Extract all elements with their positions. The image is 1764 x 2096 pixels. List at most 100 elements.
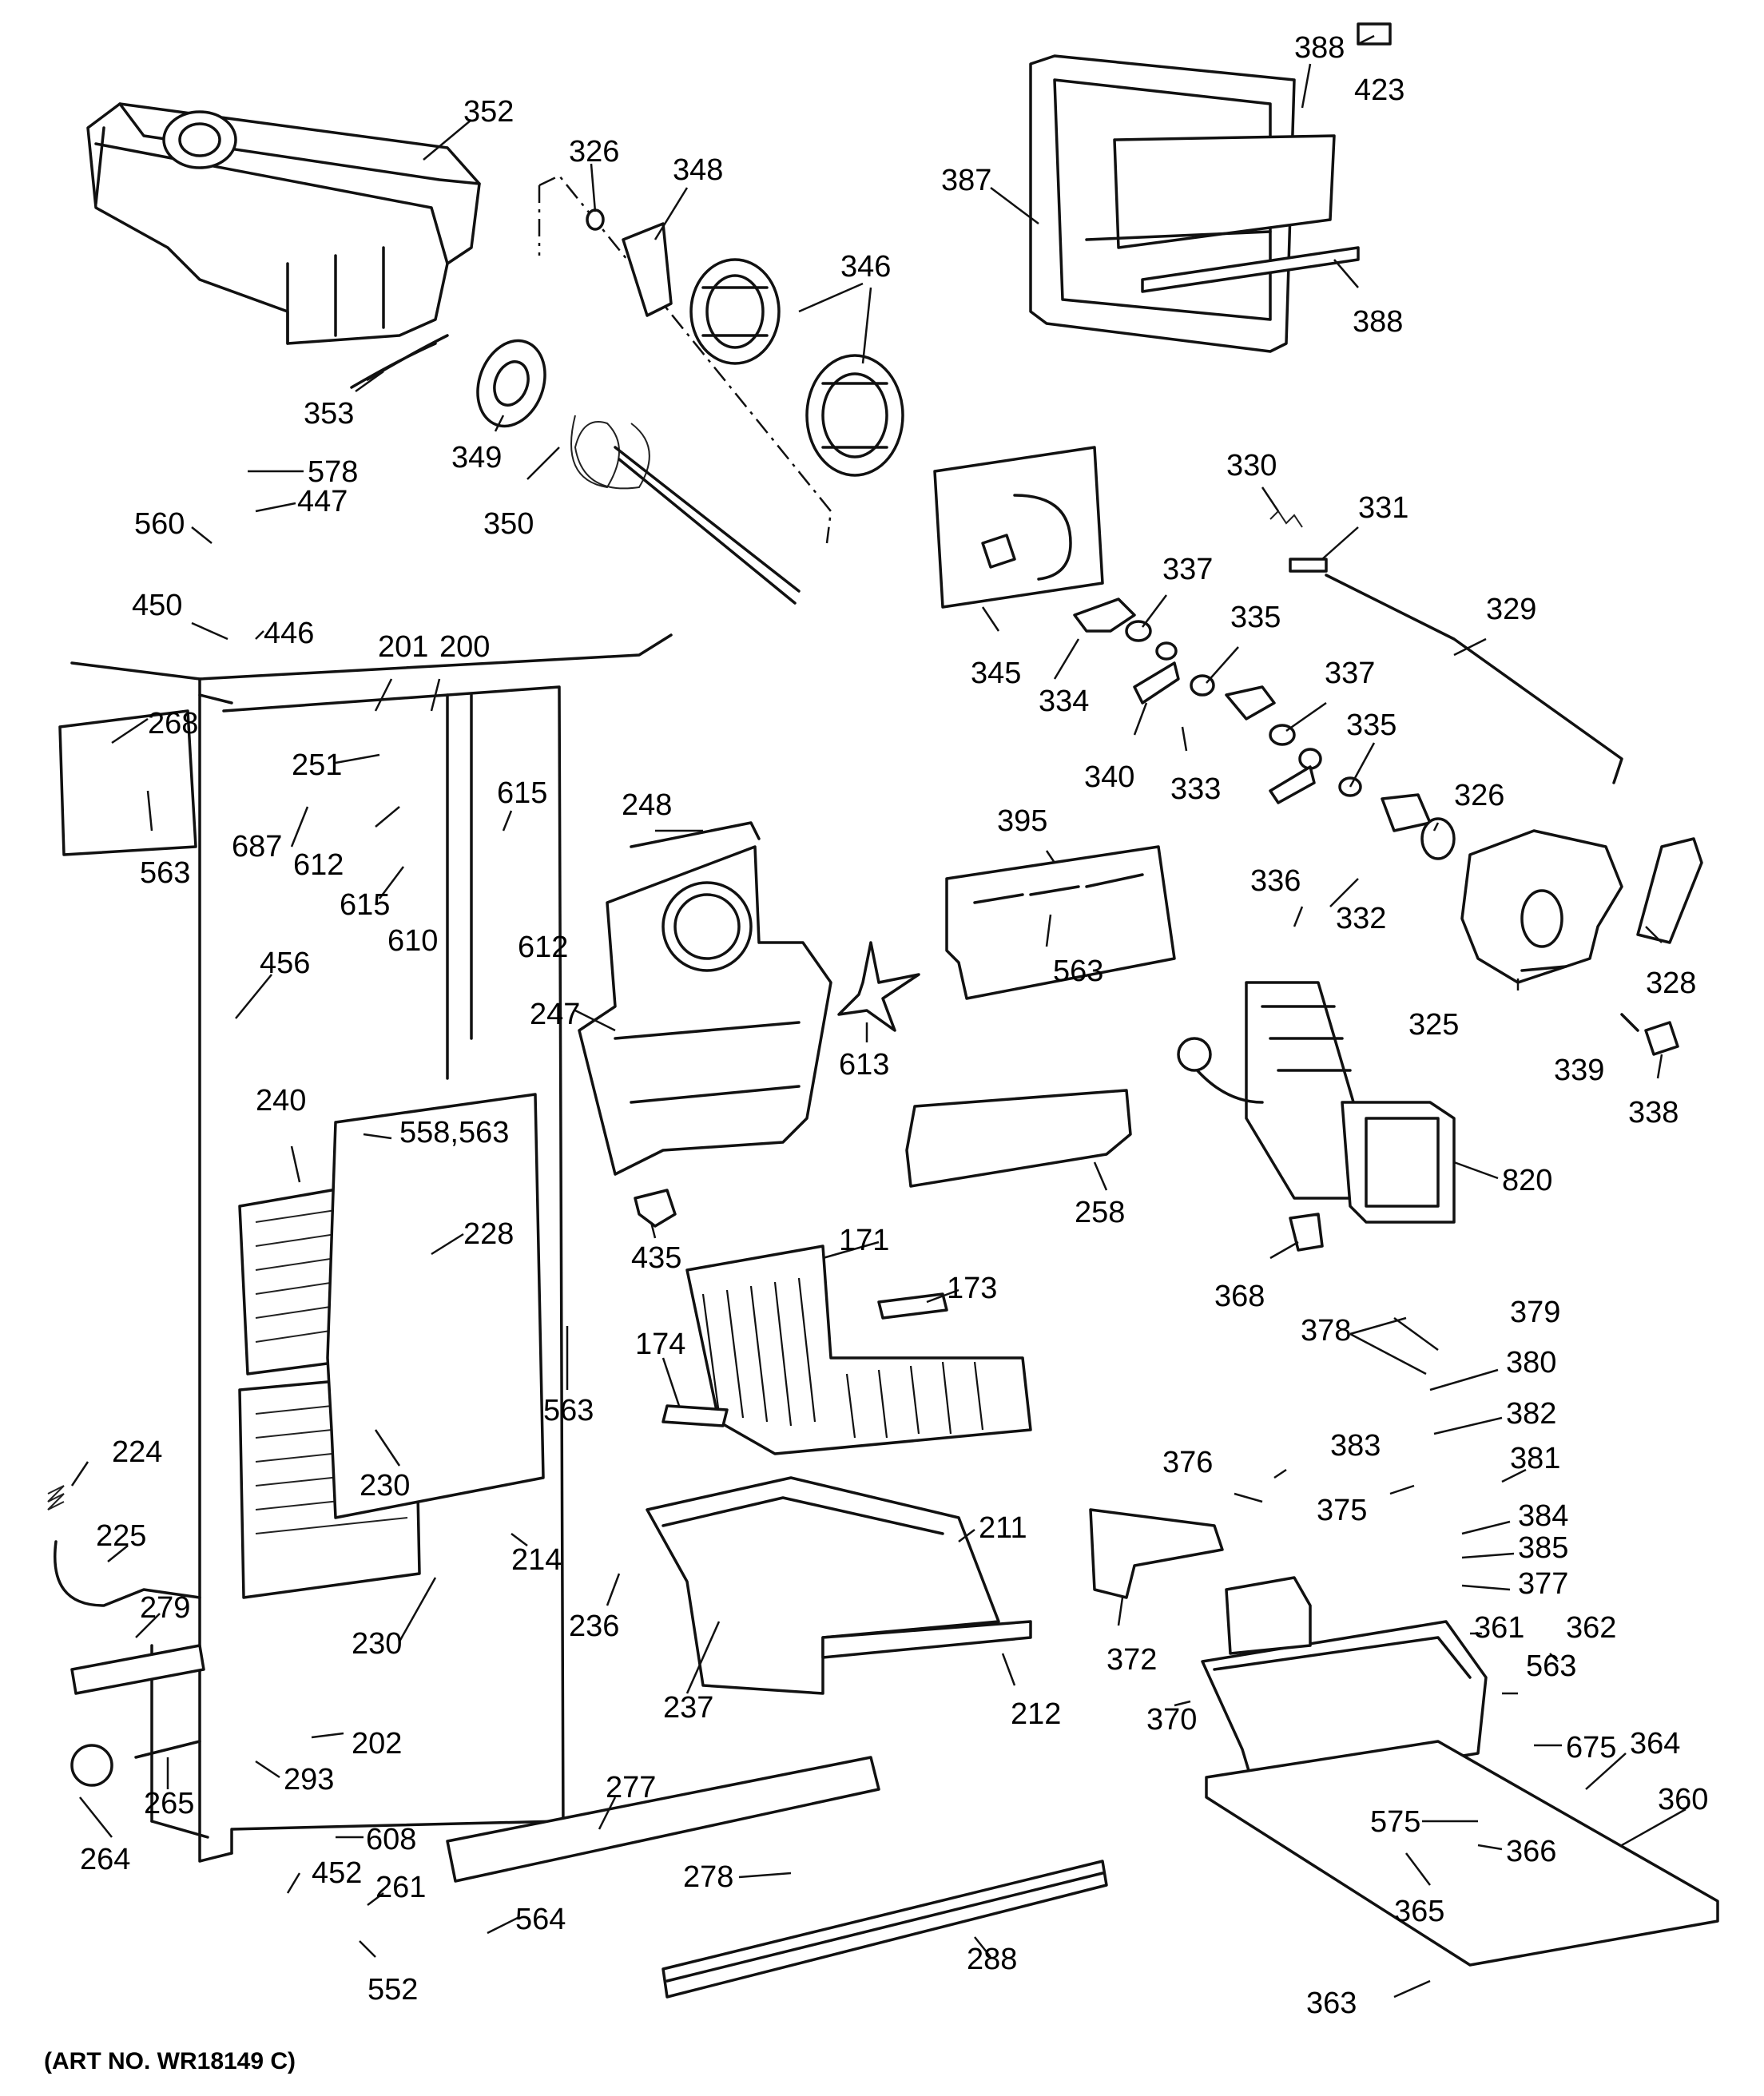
label-225: 225 (96, 1519, 146, 1553)
label-447: 447 (297, 485, 348, 518)
label-575: 575 (1370, 1805, 1420, 1839)
label-387: 387 (941, 164, 991, 197)
label-335: 335 (1346, 709, 1396, 742)
label-247: 247 (530, 998, 580, 1031)
label-293: 293 (284, 1763, 334, 1796)
label-264: 264 (80, 1843, 130, 1876)
label-563: 563 (1053, 955, 1103, 988)
label-331: 331 (1358, 491, 1408, 525)
label-370: 370 (1146, 1703, 1197, 1737)
label-346: 346 (840, 250, 891, 284)
label-612: 612 (518, 931, 568, 964)
label-339: 339 (1554, 1054, 1604, 1087)
leader-lines (70, 34, 1687, 1999)
label-171: 171 (839, 1224, 889, 1257)
label-200: 200 (439, 630, 490, 664)
evaporator-cover-214 (326, 1093, 545, 1519)
label-330: 330 (1226, 449, 1277, 482)
ice-bucket-352 (86, 102, 481, 345)
label-350: 350 (483, 507, 534, 541)
label-361: 361 (1474, 1611, 1524, 1645)
label-337: 337 (1162, 553, 1213, 586)
tube-225 (54, 1540, 201, 1607)
label-675: 675 (1566, 1731, 1616, 1765)
label-383: 383 (1330, 1429, 1381, 1463)
label-336: 336 (1250, 864, 1301, 898)
label-333: 333 (1170, 772, 1221, 806)
fan-blade-613 (837, 941, 920, 1032)
label-380: 380 (1506, 1346, 1556, 1379)
label-615: 615 (497, 776, 547, 810)
label-173: 173 (947, 1272, 997, 1305)
cover-plate-395 (945, 845, 1176, 1000)
label-251: 251 (292, 748, 342, 782)
damper-435 (634, 1189, 677, 1228)
label-335: 335 (1230, 601, 1281, 634)
label-349: 349 (451, 441, 502, 474)
roller-264 (70, 1744, 113, 1787)
label-375: 375 (1317, 1494, 1367, 1527)
label-560: 560 (134, 507, 185, 541)
label-211: 211 (979, 1511, 1027, 1545)
pin-265 (134, 1740, 201, 1759)
label-360: 360 (1658, 1783, 1708, 1816)
label-288: 288 (967, 1943, 1017, 1976)
label-456: 456 (260, 947, 310, 980)
label-258: 258 (1075, 1196, 1125, 1229)
label-364: 364 (1630, 1727, 1680, 1761)
label-372: 372 (1106, 1643, 1157, 1677)
label-368: 368 (1214, 1280, 1265, 1313)
label-230: 230 (352, 1627, 402, 1661)
label-352: 352 (463, 95, 514, 129)
label-395: 395 (997, 804, 1047, 838)
label-563: 563 (543, 1394, 594, 1427)
label-612: 612 (293, 848, 344, 882)
auger-parts (476, 208, 904, 605)
label-388: 388 (1294, 31, 1345, 65)
label-820: 820 (1502, 1164, 1552, 1197)
label-365: 365 (1394, 1895, 1444, 1928)
label-382: 382 (1506, 1397, 1556, 1431)
grille-288 (662, 1860, 1108, 1999)
label-435: 435 (631, 1241, 681, 1275)
label-326: 326 (569, 135, 619, 169)
label-362: 362 (1566, 1611, 1616, 1645)
label-450: 450 (132, 589, 182, 622)
label-345: 345 (971, 657, 1021, 690)
label-608: 608 (366, 1823, 416, 1856)
bracket-368 (1289, 1213, 1324, 1252)
clip-174 (662, 1404, 729, 1427)
label-552: 552 (368, 1973, 418, 2007)
label-277: 277 (606, 1771, 656, 1804)
panel-268 (58, 709, 197, 856)
label-378: 378 (1301, 1314, 1351, 1348)
label-423: 423 (1354, 73, 1404, 107)
freezer-liner-456 (70, 633, 673, 1863)
label-230: 230 (360, 1469, 410, 1503)
label-338: 338 (1628, 1096, 1679, 1129)
label-366: 366 (1506, 1835, 1556, 1868)
label-353: 353 (304, 397, 354, 431)
label-332: 332 (1336, 902, 1386, 935)
label-384: 384 (1518, 1499, 1568, 1533)
label-174: 174 (635, 1328, 685, 1361)
label-265: 265 (144, 1787, 194, 1820)
label-563: 563 (1526, 1649, 1576, 1683)
label-337: 337 (1325, 657, 1375, 690)
label-613: 613 (839, 1048, 889, 1082)
cover-258 (905, 1089, 1132, 1188)
label-578: 578 (308, 455, 358, 489)
label-326: 326 (1454, 779, 1504, 812)
label-224: 224 (112, 1435, 162, 1469)
label-376: 376 (1162, 1446, 1213, 1479)
label-379: 379 (1510, 1296, 1560, 1329)
label-377: 377 (1518, 1567, 1568, 1601)
rail-279 (70, 1644, 205, 1695)
label-446: 446 (264, 617, 314, 650)
label-564: 564 (515, 1903, 566, 1936)
label-452: 452 (312, 1856, 362, 1890)
label-236: 236 (569, 1610, 619, 1643)
label-261: 261 (375, 1871, 426, 1904)
label-329: 329 (1486, 593, 1536, 626)
